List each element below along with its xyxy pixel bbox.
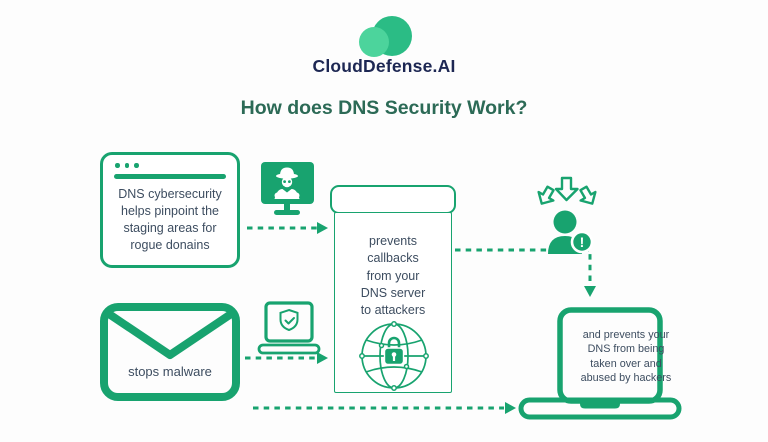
laptop-panel-text: and prevents your DNS from being taken o… bbox=[580, 329, 672, 385]
cloud-logo-icon bbox=[359, 16, 412, 57]
alert-person-icon: ! bbox=[537, 176, 597, 254]
browser-box-text: DNS cybersecurity helps pinpoint the sta… bbox=[118, 187, 222, 252]
browser-dots-icon bbox=[115, 163, 139, 168]
hacker-monitor-icon bbox=[261, 162, 314, 215]
envelope-box: stops malware bbox=[99, 302, 241, 402]
center-panel-header bbox=[330, 185, 456, 214]
center-panel-text: prevents callbacks from your DNS server … bbox=[360, 234, 426, 317]
envelope-label: stops malware bbox=[128, 364, 212, 379]
browser-window-box: DNS cybersecurity helps pinpoint the sta… bbox=[100, 152, 240, 268]
brand-name: CloudDefense.AI bbox=[312, 56, 456, 76]
page-title: How does DNS Security Work? bbox=[240, 97, 528, 119]
laptop-icon bbox=[518, 307, 682, 420]
center-panel: prevents callbacks from your DNS server … bbox=[334, 212, 452, 393]
envelope-icon bbox=[100, 303, 240, 401]
laptop-shield-icon bbox=[257, 301, 321, 355]
browser-toolbar-line bbox=[114, 174, 226, 179]
alert-badge: ! bbox=[580, 234, 585, 250]
laptop-panel: and prevents your DNS from being taken o… bbox=[516, 304, 684, 422]
globe-lock-icon bbox=[359, 321, 429, 391]
